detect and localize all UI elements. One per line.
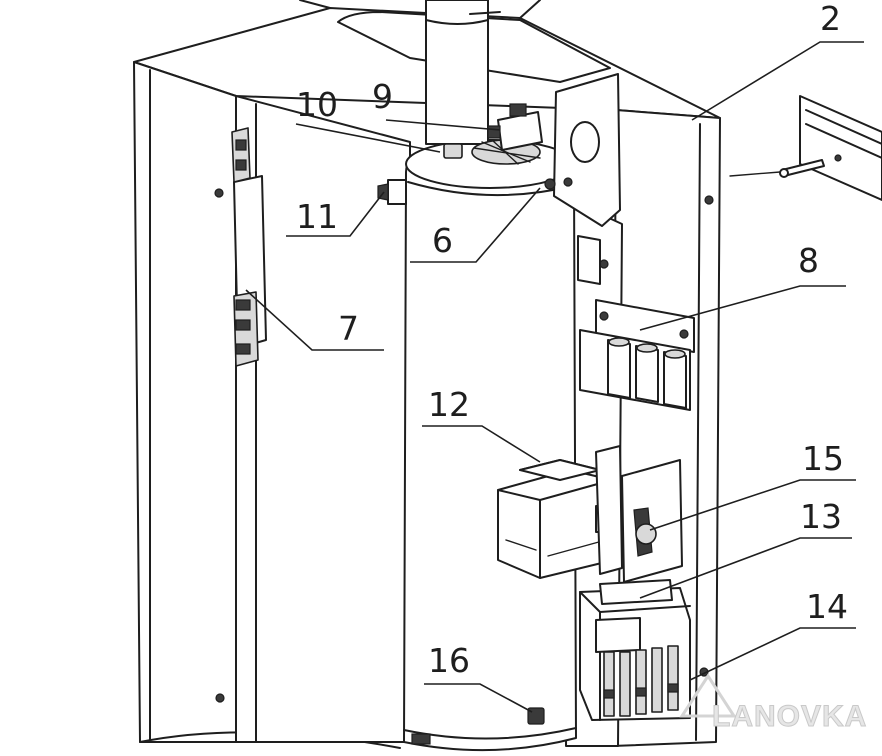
callout-labels: 2 9 10 11 6 8 7 12 15 13 14 16 <box>296 0 848 680</box>
callout-16: 16 <box>428 641 470 680</box>
callout-13: 13 <box>800 497 842 536</box>
callout-10: 10 <box>296 85 338 124</box>
leader-13 <box>639 537 852 599</box>
callout-12: 12 <box>428 385 470 424</box>
top-bracket <box>553 73 621 227</box>
callout-8: 8 <box>798 241 819 280</box>
leader-10 <box>295 123 441 153</box>
detached-side-cover <box>729 95 882 201</box>
leader-14 <box>689 627 856 681</box>
terminal-strip <box>603 645 679 717</box>
leader-11 <box>286 191 385 237</box>
leader-6 <box>410 187 541 263</box>
leader-15 <box>649 479 856 531</box>
callout-15: 15 <box>802 439 844 478</box>
callout-9: 9 <box>372 77 393 116</box>
leader-9 <box>385 119 501 131</box>
top-thermostat-assembly <box>443 103 556 190</box>
leader-2 <box>691 41 864 121</box>
watermark: LANOVKA <box>679 673 867 734</box>
leader-12 <box>422 425 541 463</box>
callout-7: 7 <box>338 309 359 348</box>
outlet-pipe <box>425 0 501 145</box>
callout-6: 6 <box>432 221 453 260</box>
thermostat-plate <box>621 459 683 583</box>
callout-2: 2 <box>820 0 841 38</box>
hinge-bracket <box>231 127 267 367</box>
terminal-block <box>577 235 695 411</box>
watermark-text: LANOVKA <box>712 700 867 733</box>
leader-16 <box>424 683 533 713</box>
callout-11: 11 <box>296 197 338 236</box>
leader-8 <box>639 285 846 331</box>
leader-lines <box>245 41 864 713</box>
circuit-breaker <box>497 445 623 579</box>
leader-7 <box>245 289 384 351</box>
callout-14: 14 <box>806 587 848 626</box>
